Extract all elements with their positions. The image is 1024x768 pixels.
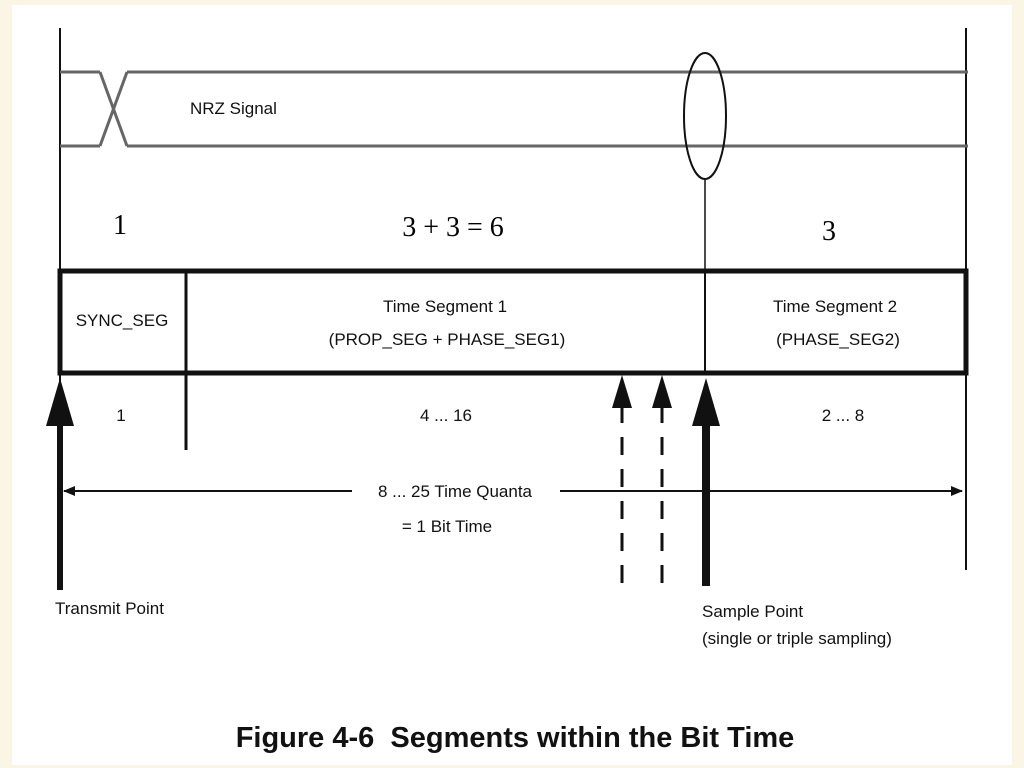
figure-canvas bbox=[12, 5, 1012, 765]
segment1-range: 4 ... 16 bbox=[420, 406, 472, 425]
segment1-count: 3 + 3 = 6 bbox=[402, 212, 504, 243]
sync-seg-label: SYNC_SEG bbox=[76, 311, 169, 330]
nrz-signal-label: NRZ Signal bbox=[190, 99, 277, 118]
segment2-count: 3 bbox=[822, 216, 836, 247]
time-segment2-subtitle: (PHASE_SEG2) bbox=[776, 330, 900, 349]
time-segment1-subtitle: (PROP_SEG + PHASE_SEG1) bbox=[329, 330, 566, 349]
segments-box bbox=[57, 268, 969, 376]
nrz-signal bbox=[60, 70, 968, 148]
phase-arrows bbox=[612, 375, 672, 585]
bit-time-equals-label: = 1 Bit Time bbox=[402, 517, 492, 536]
time-segment2-title: Time Segment 2 bbox=[773, 297, 897, 316]
sample-point-label: Sample Point bbox=[702, 602, 803, 621]
sample-point-arrow bbox=[692, 378, 720, 586]
time-segment1-title: Time Segment 1 bbox=[383, 297, 507, 316]
segment2-range: 2 ... 8 bbox=[822, 406, 865, 425]
transmit-point-arrow bbox=[46, 378, 74, 590]
sync-count: 1 bbox=[113, 210, 127, 241]
bit-time-quanta-label: 8 ... 25 Time Quanta bbox=[378, 482, 533, 501]
sync-range: 1 bbox=[116, 406, 125, 425]
transmit-point-label: Transmit Point bbox=[55, 599, 164, 618]
sample-point-sublabel: (single or triple sampling) bbox=[702, 629, 892, 648]
figure-caption: Figure 4-6 Segments within the Bit Time bbox=[236, 722, 795, 754]
